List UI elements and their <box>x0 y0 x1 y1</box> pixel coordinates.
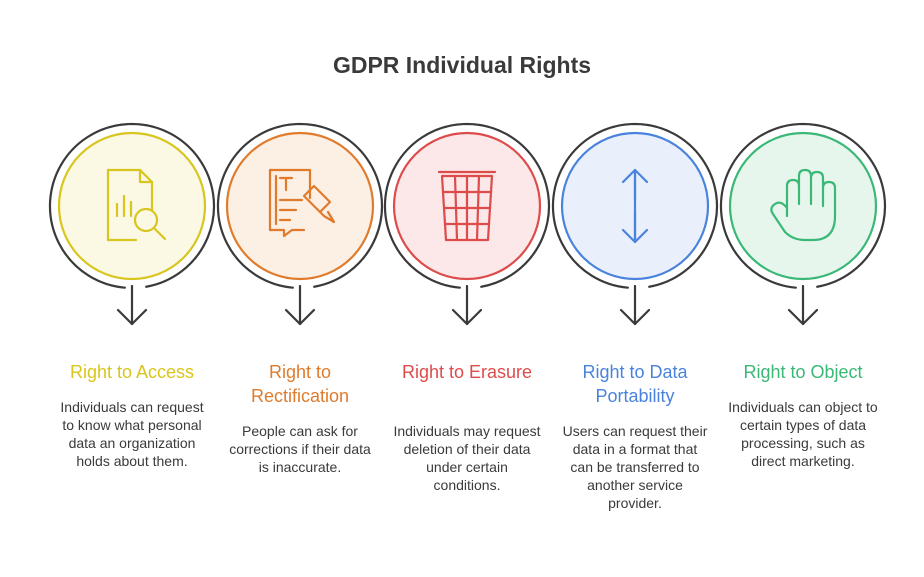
stop-hand-icon <box>770 168 837 242</box>
right-description: Individuals may request deletion of thei… <box>393 423 541 493</box>
chevron-down-icon <box>116 308 148 326</box>
right-heading: Right to Erasure <box>401 362 533 382</box>
chevron-down-icon <box>787 308 819 326</box>
right-description: Individuals can request to know what per… <box>60 399 204 469</box>
right-node <box>57 131 207 281</box>
node-circle <box>728 131 878 281</box>
right-description: People can ask for corrections if their … <box>229 423 371 475</box>
chevron-down-icon <box>284 308 316 326</box>
transfer-arrows-icon <box>621 168 649 244</box>
track-arc <box>216 122 384 289</box>
node-circle <box>225 131 375 281</box>
right-heading: Right to Access <box>69 362 195 382</box>
right-heading: Right to Data Portability <box>582 362 688 406</box>
trash-bin-icon <box>437 170 497 242</box>
diagram-title: GDPR Individual Rights <box>332 52 592 78</box>
right-node <box>560 131 710 281</box>
chevron-down-icon <box>451 308 483 326</box>
track-arc <box>383 122 551 289</box>
right-heading: Right to Rectification <box>250 362 350 406</box>
right-node <box>392 131 542 281</box>
chevron-down-icon <box>619 308 651 326</box>
right-node <box>225 131 375 281</box>
right-node <box>728 131 878 281</box>
track-arc <box>719 122 887 289</box>
document-edit-icon <box>268 168 336 238</box>
right-description: Users can request their data in a format… <box>562 423 708 511</box>
track-arc <box>551 122 719 289</box>
document-search-icon <box>106 168 167 242</box>
right-description: Individuals can object to certain types … <box>728 399 878 469</box>
track-arc <box>48 122 216 289</box>
right-heading: Right to Object <box>743 362 863 382</box>
